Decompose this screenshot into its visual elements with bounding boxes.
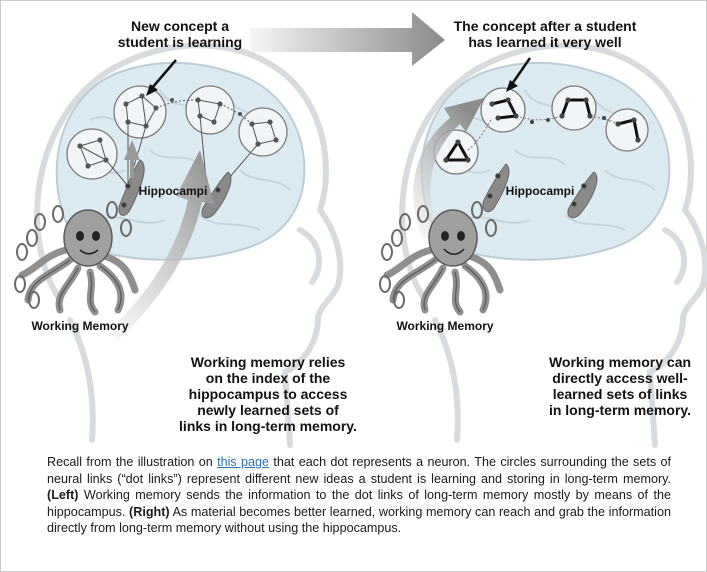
right-note-line: in long-term memory. — [548, 402, 692, 418]
right-swoosh-arrow — [413, 98, 484, 240]
right-note-line: learned sets of links — [552, 386, 688, 402]
left-heading-line: New concept a — [130, 18, 230, 34]
right-note-line: Working memory can — [548, 354, 692, 370]
figure-caption: Recall from the illustration on this pag… — [47, 454, 671, 537]
left-concept-circles — [66, 85, 288, 180]
left-heading-line: student is learning — [117, 34, 243, 50]
caption-text: that each dot represents a neuron. The c… — [47, 455, 671, 486]
left-neurons — [77, 93, 279, 169]
right-hippocampi — [482, 163, 598, 219]
caption-left-tag: (Left) — [47, 488, 79, 503]
right-heading-line: The concept after a student — [453, 18, 637, 34]
left-note-line: Working memory relies — [190, 354, 346, 370]
caption-text: Recall from the illustration on — [47, 455, 218, 469]
this-page-link[interactable]: this page — [217, 455, 270, 469]
left-head-outline — [34, 42, 344, 448]
right-dotted-links — [467, 115, 619, 151]
right-note-line: directly access well- — [552, 370, 688, 386]
right-note: Working memory can directly access well-… — [535, 354, 705, 418]
caption-right-tag: (Right) — [129, 504, 170, 519]
left-note-line: hippocampus to access — [188, 386, 348, 402]
left-note-line: on the index of the — [205, 370, 331, 386]
right-head-outline — [399, 42, 707, 448]
caption-text: As material becomes better learned, work… — [47, 504, 671, 536]
right-heading: The concept after a student has learned … — [440, 18, 650, 50]
right-heading-line: has learned it very well — [468, 34, 622, 50]
illustration — [14, 12, 707, 448]
left-octopus — [14, 201, 139, 316]
left-working-memory-label: Working Memory — [31, 319, 129, 333]
right-neurons — [443, 97, 641, 163]
left-note-line: links in long-term memory. — [179, 418, 357, 434]
left-up-arrows — [124, 140, 140, 178]
right-hippocampi-label: Hippocampi — [505, 184, 575, 198]
left-hippocampi-label: Hippocampi — [138, 184, 208, 198]
left-heading: New concept a student is learning — [95, 18, 265, 50]
transition-arrow — [250, 12, 445, 66]
left-note-line: newly learned sets of — [197, 402, 339, 418]
right-heading-pointer — [510, 57, 532, 85]
left-heading-pointer — [151, 59, 177, 89]
left-note: Working memory relies on the index of th… — [168, 354, 368, 434]
right-octopus — [379, 201, 504, 316]
caption-text: Working memory sends the information to … — [47, 488, 671, 519]
left-swoosh-arrow — [110, 150, 214, 340]
right-neural-links — [444, 98, 640, 162]
right-working-memory-label: Working Memory — [396, 319, 494, 333]
